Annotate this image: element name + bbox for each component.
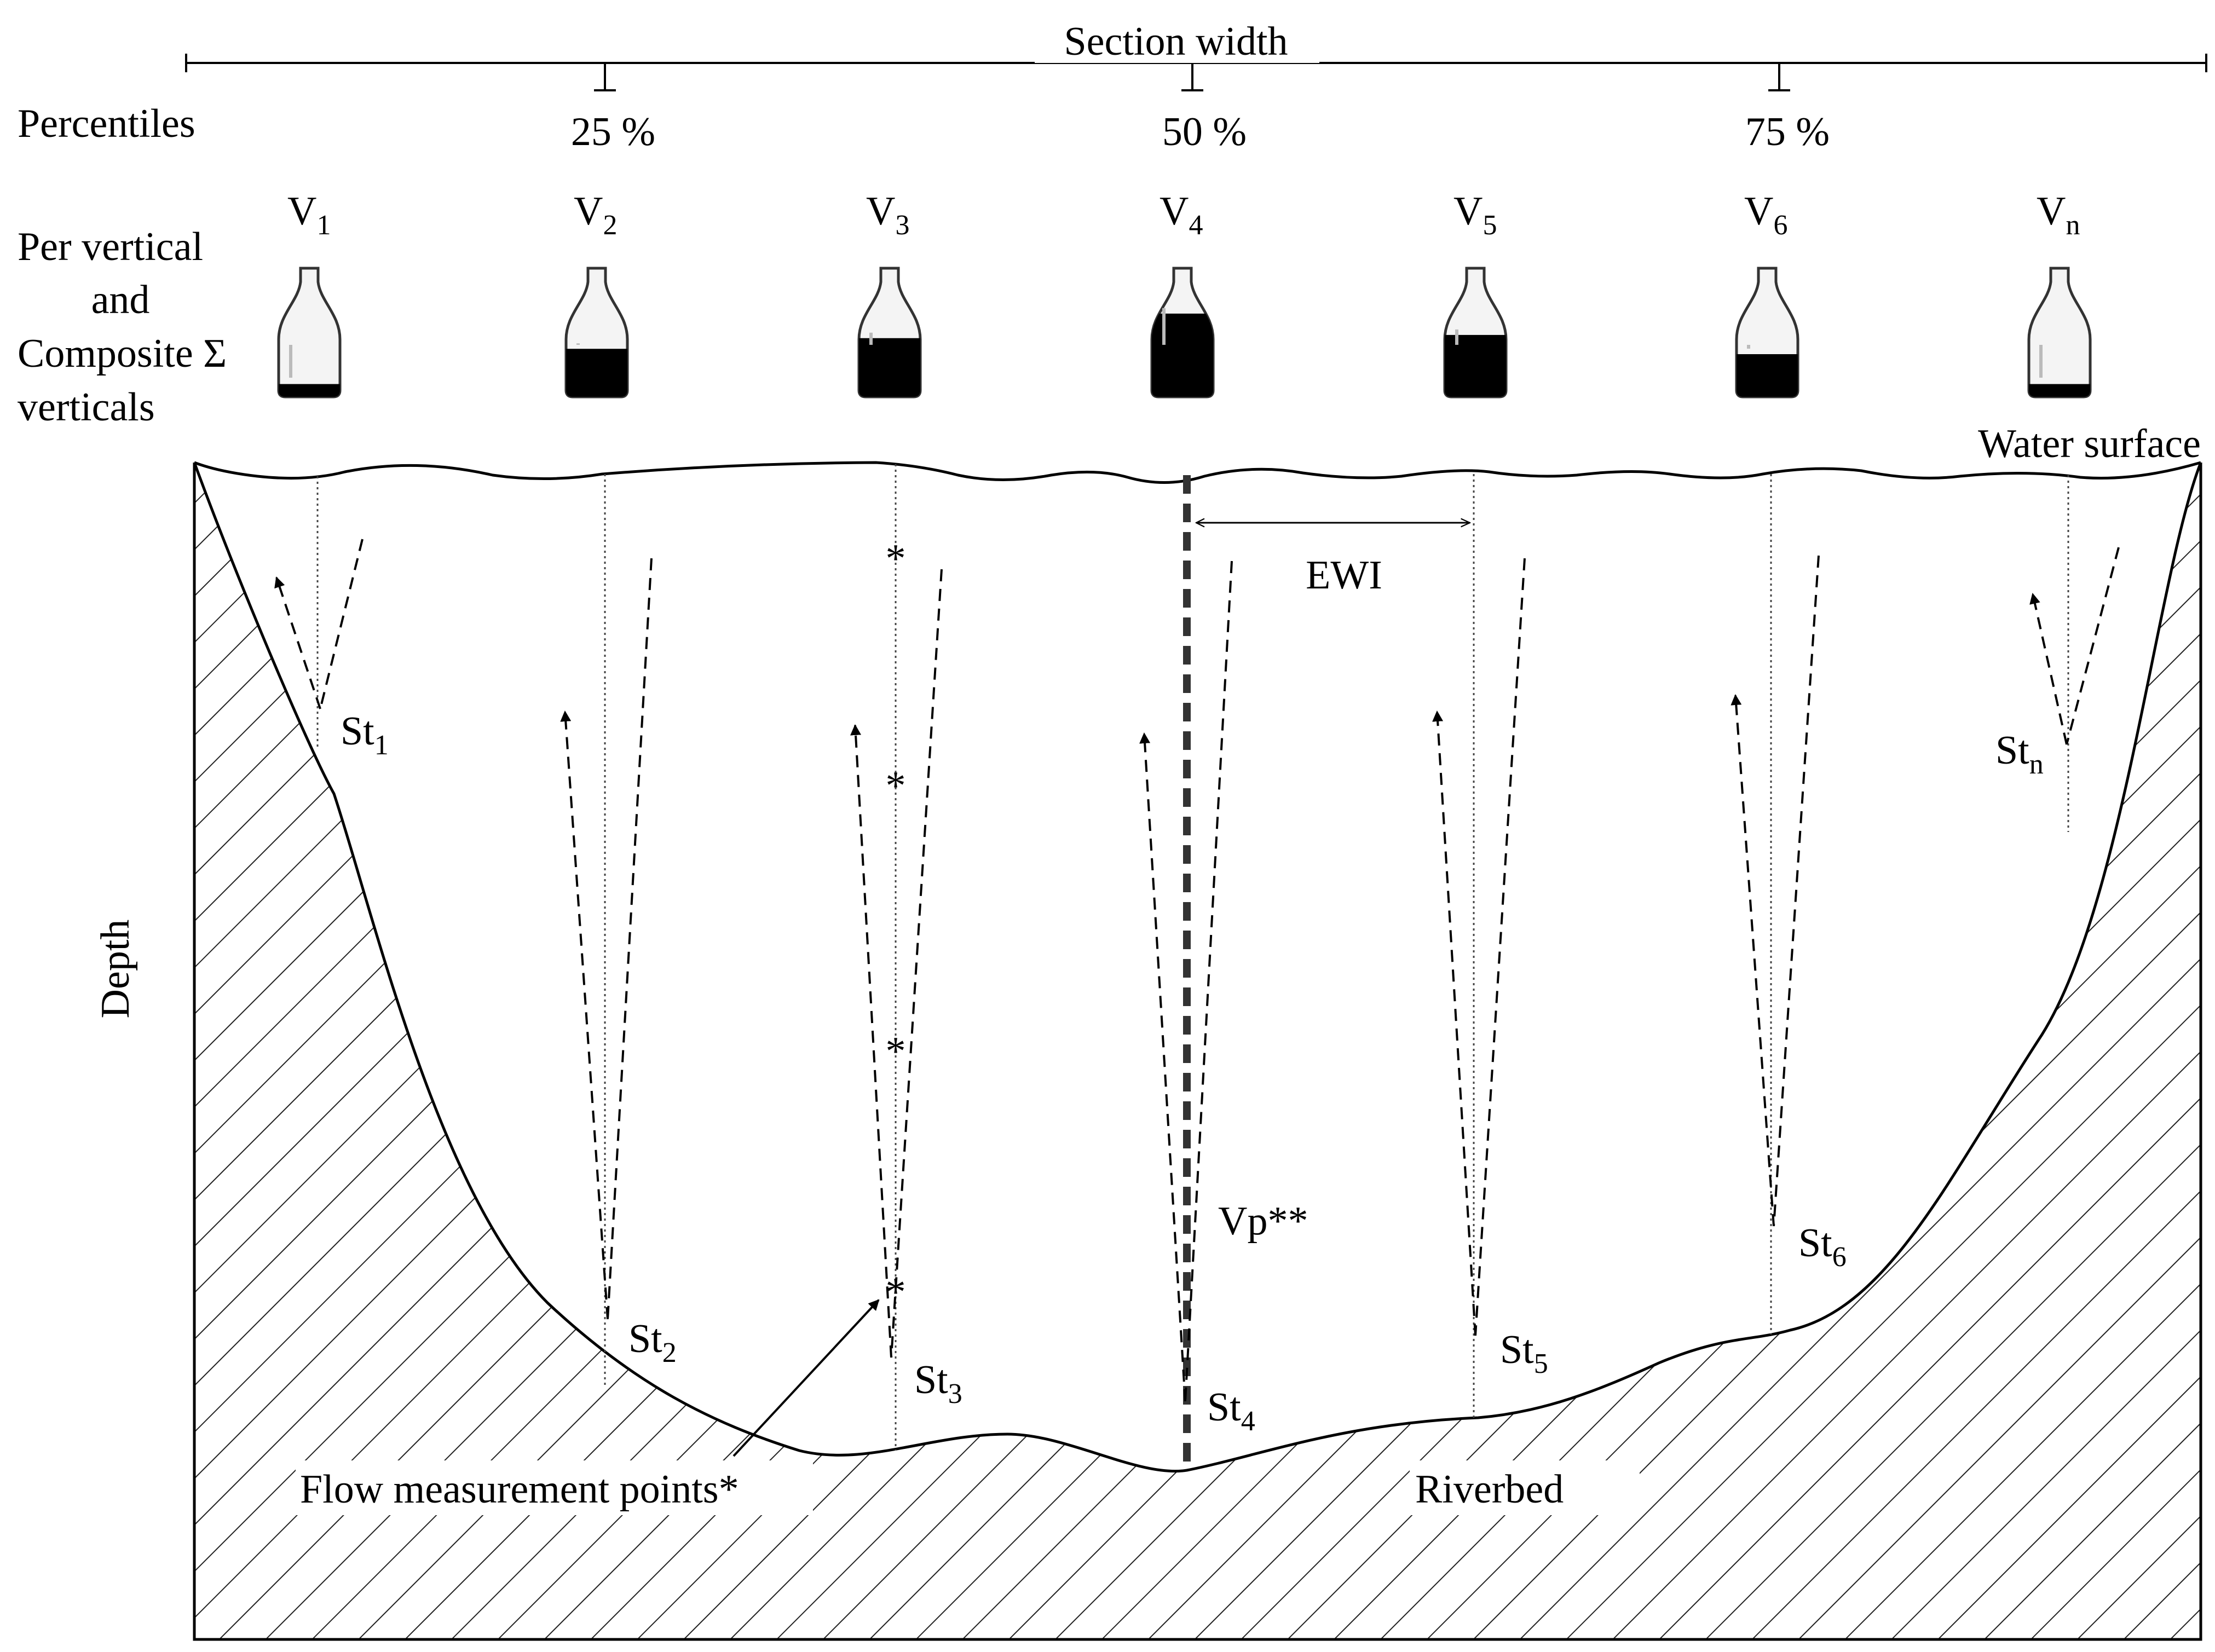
percentile-75: 75 % bbox=[1745, 109, 1830, 154]
vertical-label-4: V4 bbox=[1160, 189, 1203, 241]
composite-label: Composite Σ bbox=[18, 331, 227, 376]
sample-bottles bbox=[277, 267, 2092, 398]
channel-outline bbox=[193, 463, 2202, 1641]
water-surface-line bbox=[194, 461, 2201, 484]
measurement-point-4: * bbox=[886, 1270, 906, 1315]
bottle-fill-level bbox=[1445, 334, 1506, 397]
sample-bottle-1 bbox=[277, 267, 342, 398]
sample-bottle-n bbox=[2027, 267, 2092, 398]
sample-bottle-6 bbox=[1735, 267, 1799, 398]
station-label-n: Stn bbox=[1995, 728, 2044, 780]
and-label: and bbox=[91, 278, 150, 322]
vertical-lines bbox=[316, 464, 2069, 1451]
measurement-point-1: * bbox=[886, 536, 906, 581]
sample-bottle-2 bbox=[564, 267, 629, 398]
vertical-label-5: V5 bbox=[1453, 189, 1497, 241]
sample-bottle-5 bbox=[1443, 267, 1508, 398]
vertical-label-1: V1 bbox=[287, 189, 331, 241]
sample-bottle-4 bbox=[1150, 267, 1215, 398]
vp-label: Vp** bbox=[1218, 1199, 1308, 1244]
vertical-label-6: V6 bbox=[1744, 189, 1787, 241]
per-vertical-label: Per vertical bbox=[18, 224, 203, 269]
measurement-point-2: * bbox=[886, 764, 906, 808]
sample-bottle-3 bbox=[857, 267, 922, 398]
riverbed-line bbox=[193, 462, 2202, 1472]
vertical-label-2: V2 bbox=[574, 189, 617, 241]
vertical-label-n: Vn bbox=[2037, 189, 2080, 241]
station-label-3: St3 bbox=[914, 1358, 962, 1410]
verticals-label: verticals bbox=[18, 385, 155, 430]
bottle-fill-level bbox=[1737, 354, 1798, 397]
bottle-fill-level bbox=[279, 384, 340, 397]
vertical-label-3: V3 bbox=[866, 189, 909, 241]
sampling-paths bbox=[274, 539, 2120, 1402]
flow-points-pointer bbox=[732, 1299, 880, 1457]
bottle-glass bbox=[277, 267, 342, 398]
percentile-25: 25 % bbox=[571, 109, 655, 154]
bottle-glass bbox=[2027, 267, 2092, 398]
station-label-4: St4 bbox=[1207, 1385, 1255, 1437]
station-label-2: St2 bbox=[628, 1316, 677, 1368]
section-width-label: Section width bbox=[1064, 19, 1288, 64]
station-label-5: St5 bbox=[1500, 1327, 1548, 1379]
bottle-fill-level bbox=[2029, 384, 2090, 397]
water-surface-label: Water surface bbox=[1978, 421, 2201, 466]
bottle-fill-level bbox=[1152, 313, 1213, 397]
riverbed-label: Riverbed bbox=[1415, 1467, 1564, 1512]
flow-measurement-points-label: Flow measurement points* bbox=[300, 1467, 739, 1512]
bottle-fill-level bbox=[566, 349, 627, 397]
percentiles-label: Percentiles bbox=[18, 101, 195, 146]
depth-axis-label: Depth bbox=[93, 920, 138, 1019]
station-label-1: St1 bbox=[341, 709, 389, 761]
bottle-fill-level bbox=[859, 338, 920, 397]
station-label-6: St6 bbox=[1798, 1221, 1847, 1273]
riverbed-hatch bbox=[194, 463, 2201, 1639]
measurement-point-3: * bbox=[886, 1029, 906, 1074]
ewi-label: EWI bbox=[1306, 553, 1382, 598]
percentile-50: 50 % bbox=[1162, 109, 1247, 154]
